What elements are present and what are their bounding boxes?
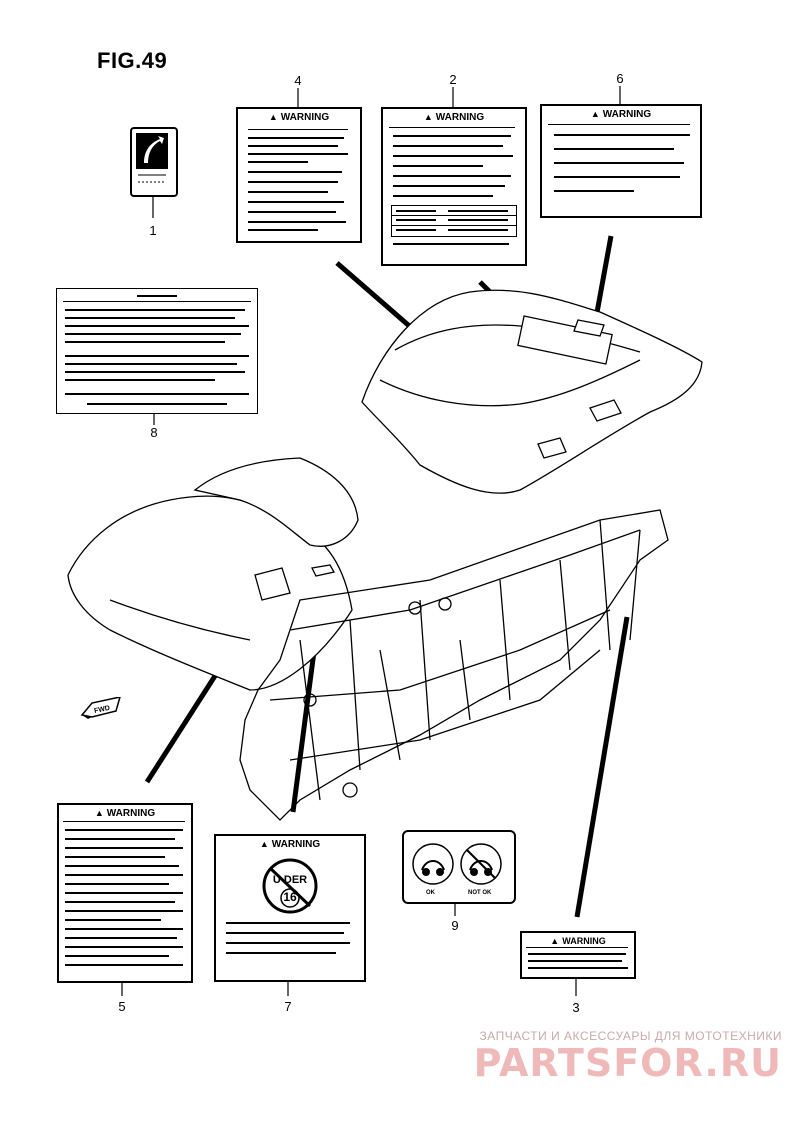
watermark-tagline: ЗАПЧАСТИ И АКСЕССУАРЫ ДЛЯ МОТОТЕХНИКИ — [479, 1029, 782, 1043]
not-ok-label: NOT OK — [468, 890, 492, 896]
label-7-age-warning: ▲WARNING U DER 16 — [214, 834, 366, 982]
label-4-warning: ▲WARNING — [236, 107, 362, 243]
warning-triangle-icon: ▲ — [259, 839, 269, 849]
warning-triangle-icon: ▲ — [94, 808, 104, 818]
callout-6: 6 — [616, 71, 624, 86]
watermark-logo: PARTSFOR.RU — [473, 1041, 782, 1085]
callout-7: 7 — [284, 999, 292, 1014]
callout-9: 9 — [451, 918, 459, 933]
callout-1: 1 — [149, 223, 157, 238]
under-number: 16 — [283, 890, 297, 904]
label-8-text — [56, 288, 258, 414]
fwd-label: FWD — [94, 705, 111, 715]
frame-drawing — [239, 509, 669, 821]
figure-title: FIG.49 — [97, 48, 168, 73]
callout-2: 2 — [449, 72, 457, 87]
label-1-shift-diagram — [130, 127, 178, 197]
watermark: ЗАПЧАСТИ И АКСЕССУАРЫ ДЛЯ МОТОТЕХНИКИ PA… — [474, 1029, 782, 1085]
rear-fender-drawing — [361, 289, 703, 494]
label-2-warning: ▲WARNING — [381, 107, 527, 266]
label-5-warning: ▲WARNING — [57, 803, 193, 983]
callout-4: 4 — [294, 73, 302, 88]
under-text: U DER — [272, 874, 308, 886]
warning-triangle-icon: ▲ — [423, 112, 433, 122]
warning-triangle-icon: ▲ — [268, 112, 278, 122]
callout-5: 5 — [118, 999, 126, 1014]
callout-3: 3 — [572, 1000, 580, 1015]
forward-arrow-icon: FWD — [80, 697, 121, 719]
under-16-symbol — [262, 858, 318, 914]
callout-8: 8 — [150, 425, 158, 440]
warning-triangle-icon: ▲ — [550, 936, 560, 946]
label-3-warning: ▲WARNING — [520, 931, 636, 979]
leader-lines — [121, 86, 621, 996]
front-fender-drawing — [67, 457, 359, 691]
ok-label: OK — [426, 890, 435, 896]
warning-triangle-icon: ▲ — [590, 109, 600, 119]
label-2-table — [391, 205, 517, 237]
label-6-warning: ▲WARNING — [540, 104, 702, 218]
label-9-ok-not-ok: OK NOT OK — [402, 830, 516, 904]
